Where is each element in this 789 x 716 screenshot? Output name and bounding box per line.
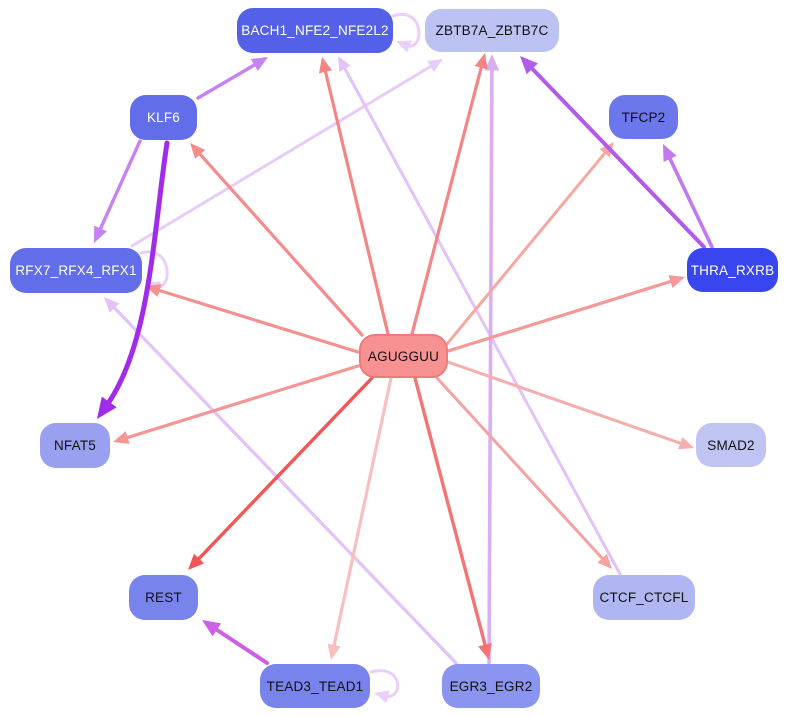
arrowhead-icon [113, 431, 130, 444]
node-ZBTB7A_ZBTB7C[interactable]: ZBTB7A_ZBTB7C [425, 9, 559, 52]
arrowhead-icon [338, 56, 351, 72]
arrowhead-icon [663, 144, 677, 163]
node-NFAT5[interactable]: NFAT5 [40, 423, 110, 468]
edge-BACH1_NFE2_NFE2L2-to-BACH1_NFE2_NFE2L2-self-loop [391, 12, 421, 53]
arrowhead-icon [202, 620, 222, 637]
node-SMAD2[interactable]: SMAD2 [696, 423, 766, 467]
arrowhead-icon [104, 297, 120, 313]
edge-AGUGGUU-to-ZBTB7A_ZBTB7C [410, 53, 488, 336]
edge-AGUGGUU-to-BACH1_NFE2_NFE2L2 [318, 57, 390, 336]
arrowhead-icon [599, 142, 614, 158]
edge-THRA_RXRB-to-TFCP2 [663, 144, 714, 249]
node-EGR3_EGR2[interactable]: EGR3_EGR2 [442, 664, 540, 708]
arrowhead-icon [250, 57, 268, 72]
edge-AGUGGUU-to-KLF6 [190, 143, 364, 337]
arrowhead-icon [190, 143, 206, 159]
arrowhead-icon [97, 396, 117, 419]
node-CTCF_CTCFL[interactable]: CTCF_CTCFL [593, 575, 695, 620]
edge-TEAD3_TEAD1-to-TEAD3_TEAD1-self-loop [369, 669, 400, 703]
edge-THRA_RXRB-to-ZBTB7A_ZBTB7C [520, 56, 706, 249]
node-TEAD3_TEAD1[interactable]: TEAD3_TEAD1 [260, 664, 370, 708]
arrowhead-icon [478, 642, 492, 660]
edge-KLF6-to-BACH1_NFE2_NFE2L2 [196, 57, 268, 100]
edge-AGUGGUU-to-CTCF_CTCFL [435, 376, 612, 569]
edge-AGUGGUU-to-THRA_RXRB [446, 275, 685, 353]
arrowhead-icon [327, 643, 341, 660]
arrowhead-icon [318, 57, 333, 74]
arrowhead-icon [374, 690, 390, 703]
arrowhead-icon [396, 40, 412, 53]
edge-AGUGGUU-to-SMAD2 [446, 360, 694, 450]
node-RFX7_RFX4_RFX1[interactable]: RFX7_RFX4_RFX1 [10, 248, 142, 293]
edge-TEAD3_TEAD1-to-REST [202, 620, 269, 665]
edge-CTCF_CTCFL-to-BACH1_NFE2_NFE2L2 [338, 56, 622, 576]
node-KLF6[interactable]: KLF6 [130, 95, 197, 140]
arrowhead-icon [427, 59, 443, 73]
edge-AGUGGUU-to-REST [188, 376, 374, 570]
edge-KLF6-to-RFX7_RFX4_RFX1 [94, 139, 142, 243]
edge-KLF6-to-NFAT5 [97, 140, 170, 419]
edge-AGUGGUU-to-NFAT5 [113, 364, 360, 444]
node-THRA_RXRB[interactable]: THRA_RXRB [687, 248, 778, 292]
node-AGUGGUU[interactable]: AGUGGUU [359, 334, 448, 378]
arrowhead-icon [668, 275, 685, 288]
edge-AGUGGUU-to-TEAD3_TEAD1 [327, 376, 393, 660]
node-BACH1_NFE2_NFE2L2[interactable]: BACH1_NFE2_NFE2L2 [237, 8, 393, 53]
node-TFCP2[interactable]: TFCP2 [609, 95, 678, 139]
node-REST[interactable]: REST [129, 575, 198, 620]
arrowhead-icon [94, 225, 107, 243]
edge-AGUGGUU-to-EGR3_EGR2 [413, 376, 492, 660]
arrowhead-icon [484, 54, 500, 71]
arrowhead-icon [188, 553, 205, 570]
edge-AGUGGUU-to-TFCP2 [445, 142, 614, 346]
arrowhead-icon [474, 53, 488, 70]
arrowhead-icon [520, 56, 538, 75]
edge-EGR3_EGR2-to-ZBTB7A_ZBTB7C [484, 54, 500, 665]
arrowhead-icon [678, 437, 694, 450]
edge-EGR3_EGR2-to-RFX7_RFX4_RFX1 [104, 297, 458, 665]
edge-RFX7_RFX4_RFX1-to-ZBTB7A_ZBTB7C [130, 59, 443, 248]
arrowhead-icon [597, 553, 612, 569]
